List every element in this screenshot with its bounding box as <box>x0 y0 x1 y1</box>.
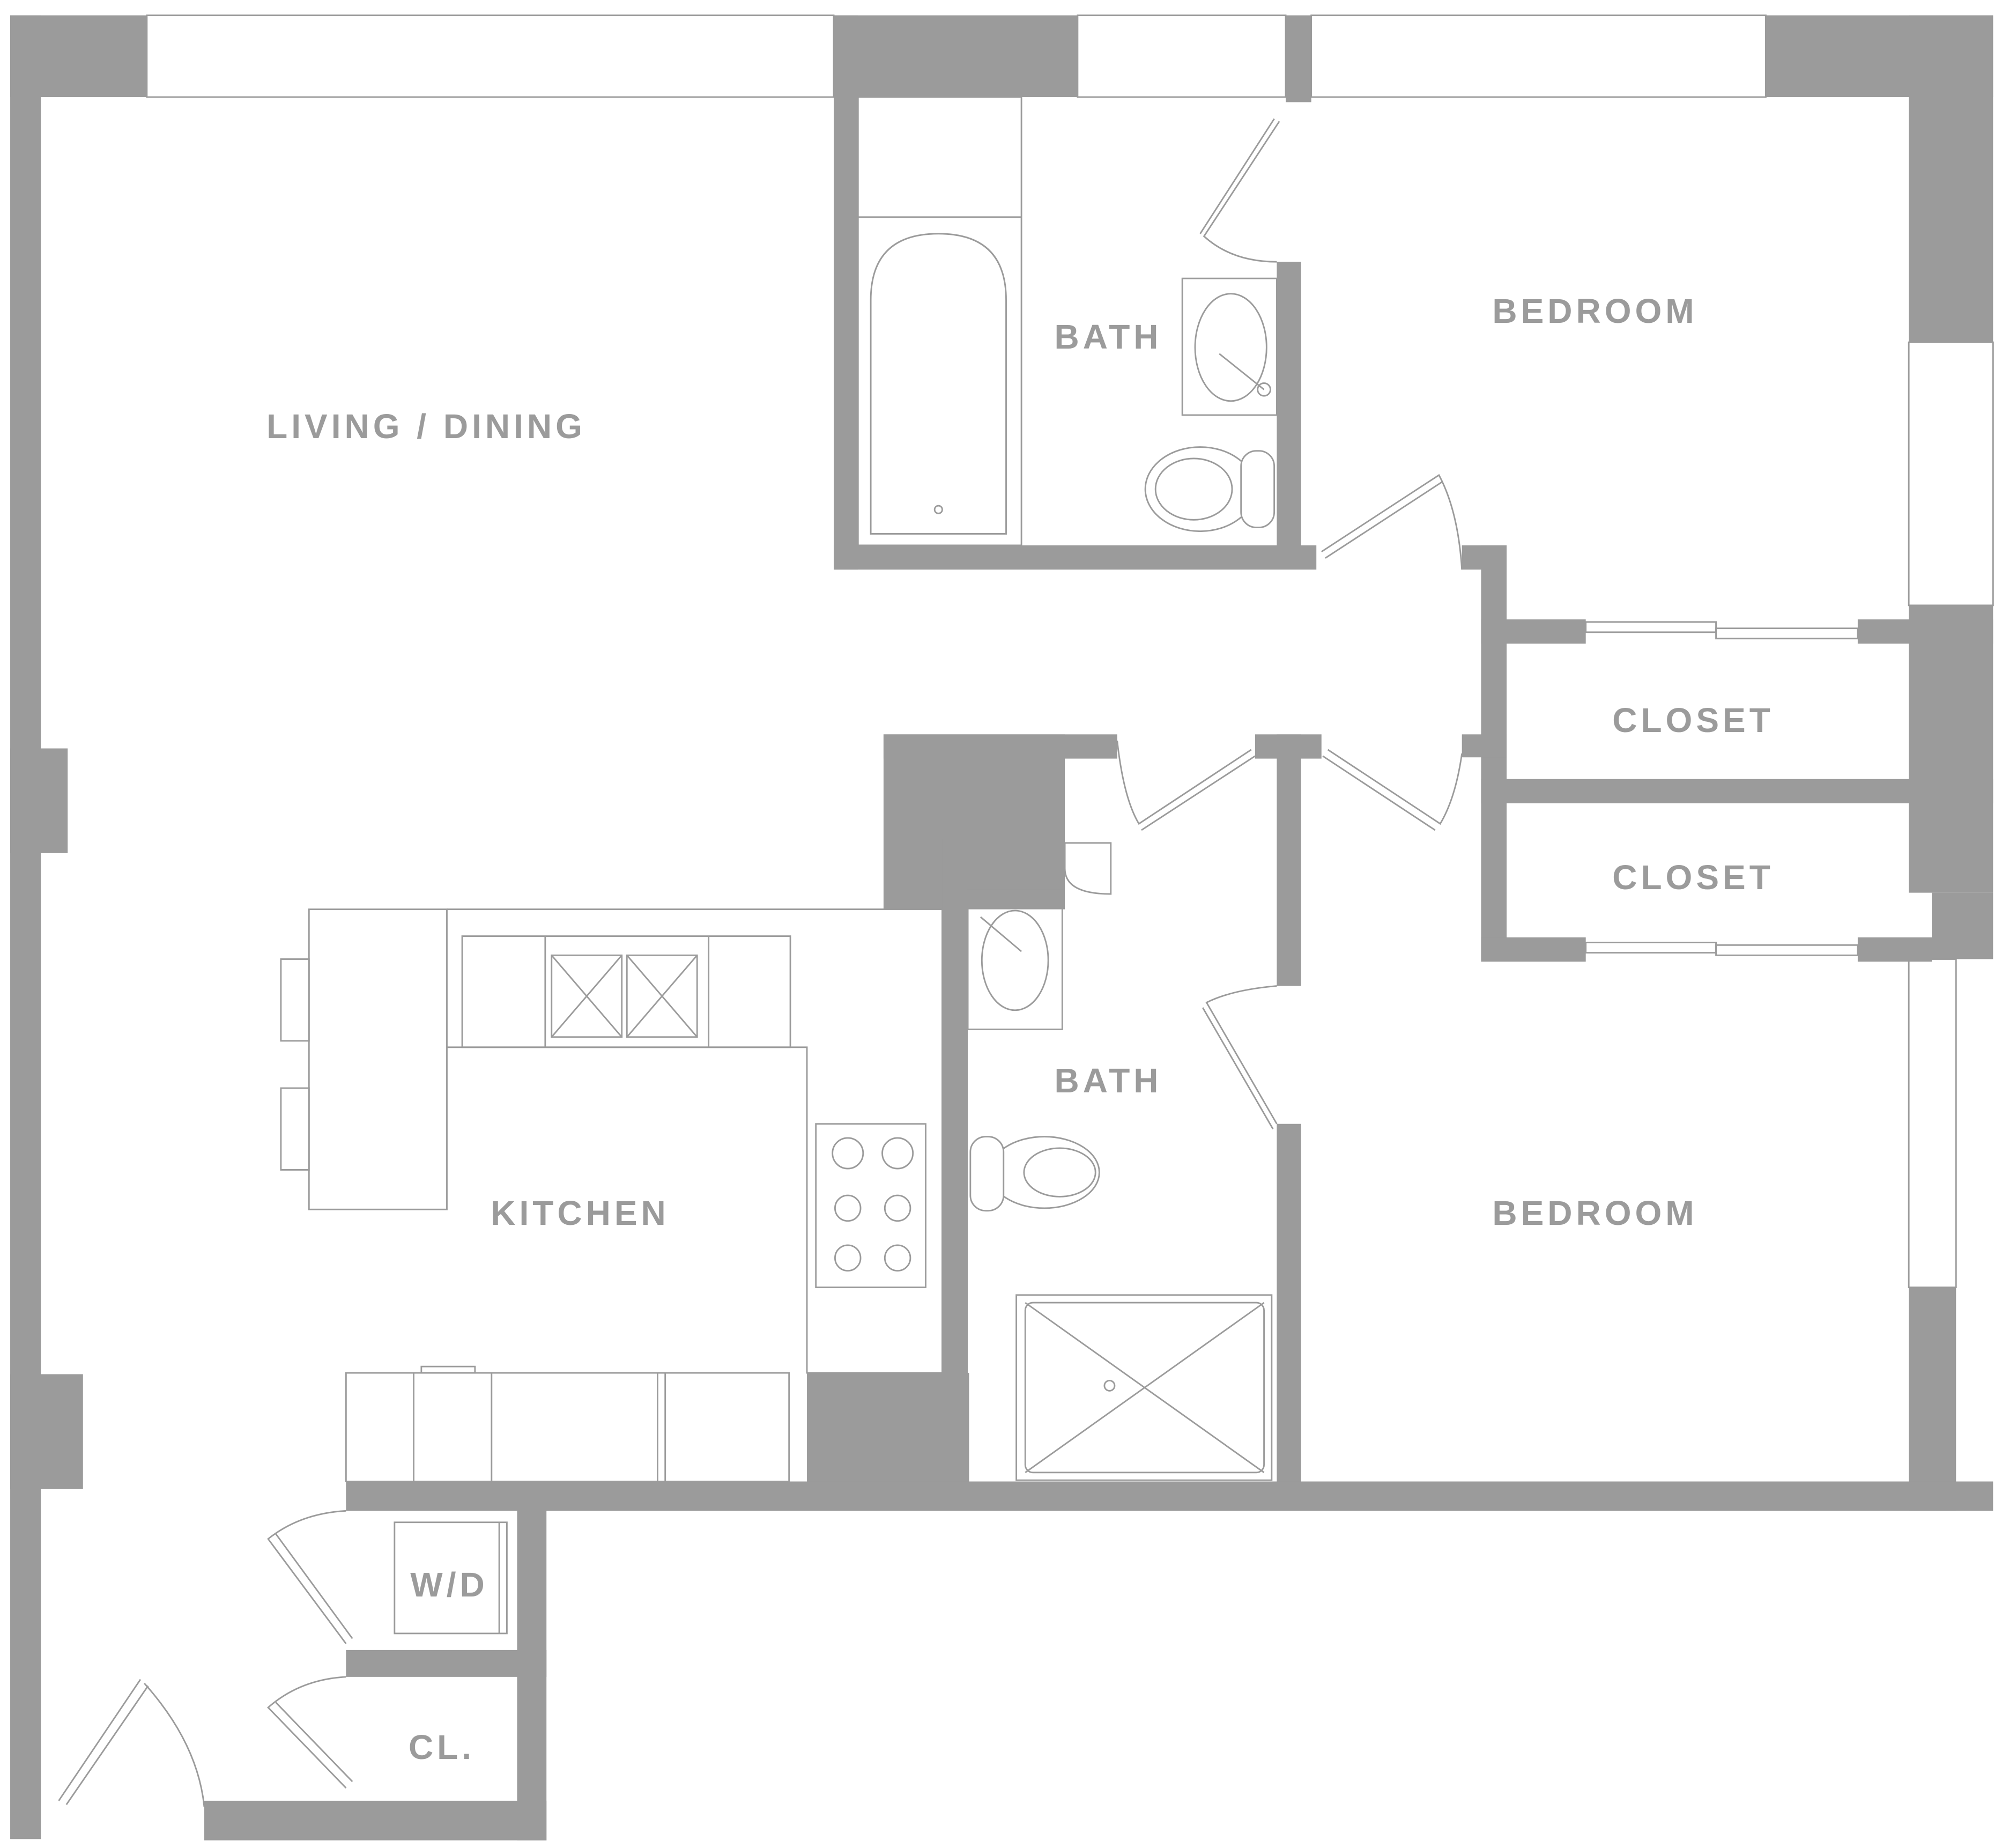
room-label-bath-1: BATH <box>1054 317 1162 356</box>
room-label-wd: W/D <box>410 1565 488 1604</box>
walls <box>10 14 1994 1840</box>
room-label-bedroom-1: BEDROOM <box>1492 292 1698 330</box>
room-label-bedroom-2: BEDROOM <box>1492 1194 1698 1232</box>
room-label-cl: CL. <box>408 1728 476 1766</box>
fixtures <box>280 96 1278 1635</box>
room-label-living-dining: LIVING / DINING <box>266 407 586 446</box>
room-label-closet-1: CLOSET <box>1612 701 1774 740</box>
room-label-closet-2: CLOSET <box>1612 858 1774 897</box>
room-label-kitchen: KITCHEN <box>491 1194 670 1232</box>
room-label-bath-2: BATH <box>1054 1061 1162 1100</box>
doors <box>58 118 1463 1807</box>
